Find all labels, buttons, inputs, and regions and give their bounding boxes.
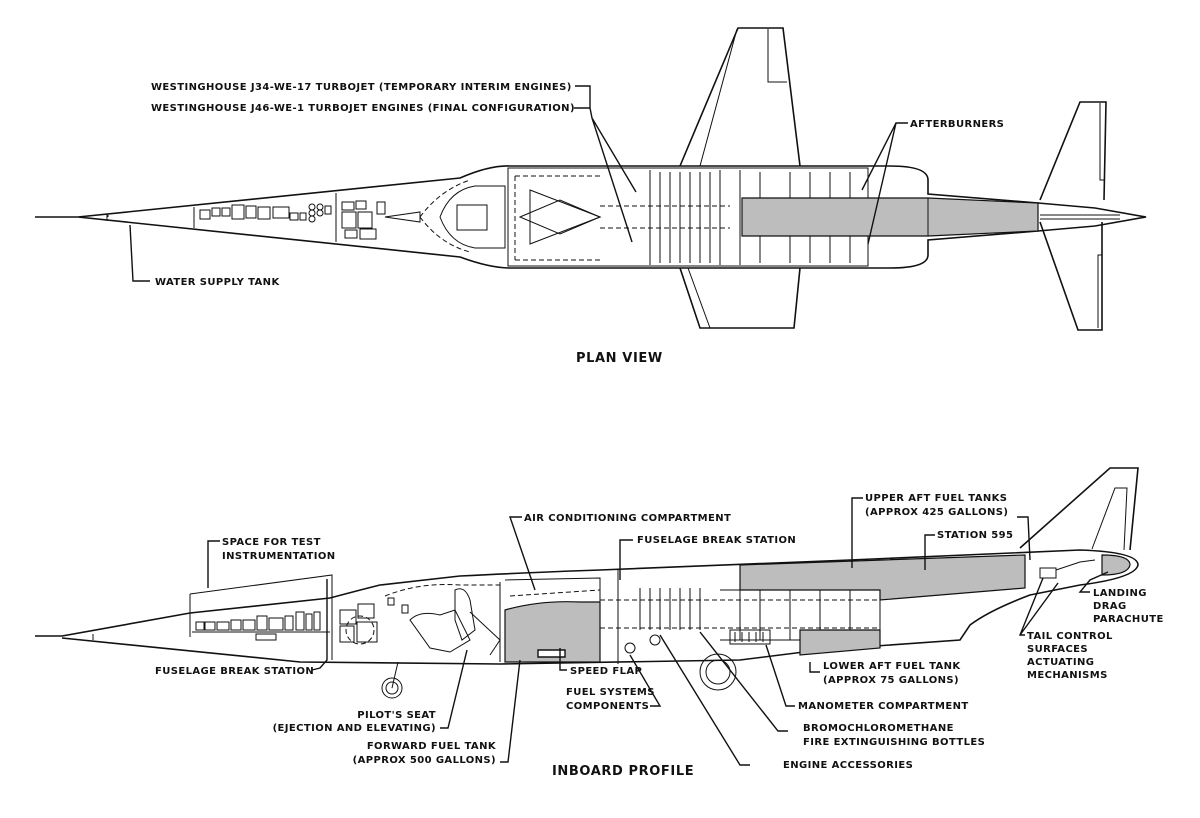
profile-tail-fin <box>1019 467 1139 551</box>
profile-nose-gear <box>381 661 403 699</box>
profile-fuselage <box>35 549 1139 665</box>
plan-cockpit <box>419 179 506 253</box>
plan-tail-upper-inner <box>1099 103 1104 181</box>
inboard-profile-title: INBOARD PROFILE <box>552 764 694 779</box>
label-j46-engine: WESTINGHOUSE J46-WE-1 TURBOJET ENGINES (… <box>151 103 575 114</box>
profile-tail-mechanisms <box>1039 559 1096 579</box>
plan-wing-upper <box>679 27 801 167</box>
profile-avionics <box>339 597 409 645</box>
plan-leaders <box>129 85 908 282</box>
profile-engine-section <box>600 570 881 664</box>
profile-cockpit <box>384 582 501 662</box>
label-water-supply-tank: WATER SUPPLY TANK <box>155 277 280 288</box>
label-engine-accessories: ENGINE ACCESSORIES <box>783 760 913 771</box>
label-afterburners: AFTERBURNERS <box>910 119 1004 130</box>
profile-upper-aft-fuel-tank <box>739 554 1026 601</box>
label-fuselage-break-lower: FUSELAGE BREAK STATION <box>155 666 314 677</box>
plan-tailpipe-shaded <box>741 197 1039 237</box>
profile-air-conditioning <box>504 577 601 602</box>
profile-lower-aft-fuel-tank <box>799 629 881 656</box>
label-pilot-seat-2: (EJECTION AND ELEVATING) <box>273 723 436 734</box>
label-manometer: MANOMETER COMPARTMENT <box>798 701 969 712</box>
label-tail-control-2: SURFACES <box>1027 644 1088 655</box>
label-forward-fuel-2: (APPROX 500 GALLONS) <box>353 755 496 766</box>
label-landing-3: PARACHUTE <box>1093 614 1164 625</box>
label-upper-aft-tanks-2: (APPROX 425 GALLONS) <box>865 507 1008 518</box>
label-lower-aft-tank-2: (APPROX 75 GALLONS) <box>823 675 959 686</box>
profile-instr-equipment <box>195 611 321 641</box>
label-lower-aft-tank-1: LOWER AFT FUEL TANK <box>823 661 961 672</box>
plan-wing-upper-inner <box>699 28 787 167</box>
plan-tail-lower-inner <box>1097 254 1102 328</box>
inboard-profile-drawing <box>35 467 1139 699</box>
label-tail-control-4: MECHANISMS <box>1027 670 1108 681</box>
label-fuel-systems-2: COMPONENTS <box>566 701 649 712</box>
plan-tail-upper <box>1039 101 1107 201</box>
profile-instrumentation-bay <box>189 574 333 660</box>
label-station-595: STATION 595 <box>937 530 1013 541</box>
profile-leaders <box>207 497 1109 766</box>
plan-fuselage <box>35 165 1147 269</box>
plan-wing-lower-inner <box>687 267 711 329</box>
label-bromo-2: FIRE EXTINGUISHING BOTTLES <box>803 737 985 748</box>
plan-nose-bulkhead <box>106 193 337 242</box>
plan-view-title: PLAN VIEW <box>576 351 663 366</box>
plan-wing-lower <box>679 267 801 329</box>
plan-equipment <box>199 200 421 240</box>
label-upper-aft-tanks-1: UPPER AFT FUEL TANKS <box>865 493 1007 504</box>
label-bromo-1: BROMOCHLOROMETHANE <box>803 723 954 734</box>
label-landing-1: LANDING <box>1093 588 1147 599</box>
profile-speed-flap <box>537 649 566 658</box>
label-speed-flap: SPEED FLAP <box>570 666 642 677</box>
label-test-instrumentation-2: INSTRUMENTATION <box>222 551 336 562</box>
profile-drag-parachute <box>1101 554 1131 576</box>
label-fuel-systems-1: FUEL SYSTEMS <box>566 687 655 698</box>
label-pilot-seat-1: PILOT'S SEAT <box>357 710 436 721</box>
label-j34-engine: WESTINGHOUSE J34-WE-17 TURBOJET (TEMPORA… <box>151 82 572 93</box>
label-tail-control-3: ACTUATING <box>1027 657 1094 668</box>
profile-main-gear <box>699 653 737 691</box>
label-tail-control-1: TAIL CONTROL <box>1027 631 1113 642</box>
label-fuselage-break-upper: FUSELAGE BREAK STATION <box>637 535 796 546</box>
label-test-instrumentation-1: SPACE FOR TEST <box>222 537 321 548</box>
plan-tail-lower <box>1039 221 1103 331</box>
label-air-conditioning: AIR CONDITIONING COMPARTMENT <box>524 513 731 524</box>
label-forward-fuel-1: FORWARD FUEL TANK <box>367 741 497 752</box>
profile-forward-fuel-tank <box>504 601 601 663</box>
plan-view-drawing <box>35 27 1147 331</box>
label-landing-2: DRAG <box>1093 601 1127 612</box>
